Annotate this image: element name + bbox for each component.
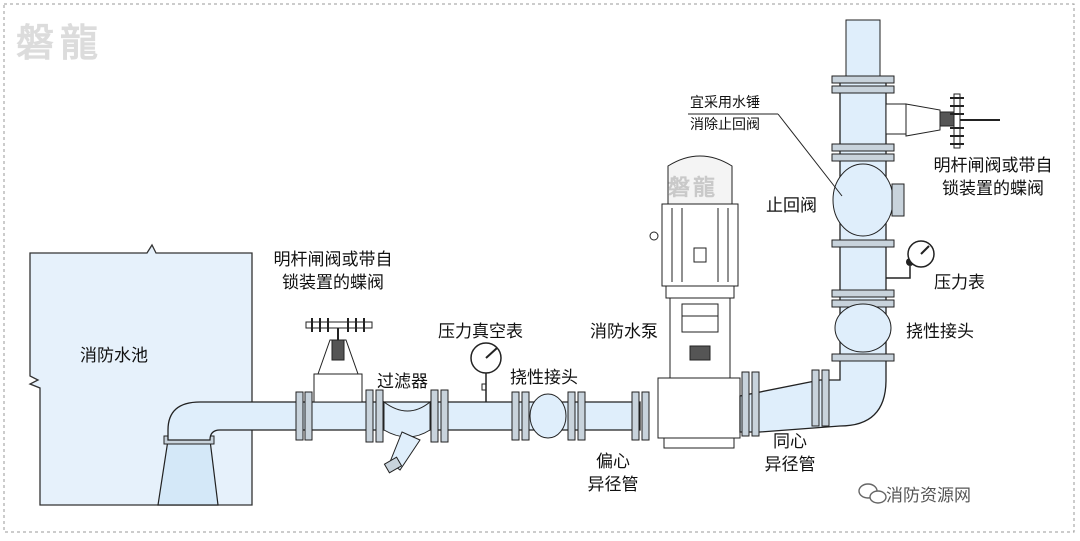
label-vacuum-gauge: 压力真空表 [438,322,523,342]
label-ecc-reducer-1: 偏心 [596,452,630,472]
wechat-icon [858,483,887,504]
label-gate-valve-left-2: 锁装置的蝶阀 [282,273,384,293]
brand-logo: 磐龍 [16,20,105,65]
label-filter: 过滤器 [377,372,428,392]
label-gate-valve-left-1: 明杆闸阀或带自 [273,250,393,270]
label-pool: 消防水池 [80,346,148,366]
label-water-hammer-1: 宜采用水锤 [690,95,760,111]
water-pool [28,243,253,506]
flex-joint-right [834,303,892,353]
pressure-gauge [886,240,935,279]
label-flex-joint-right: 挠性接头 [906,322,974,342]
label-conc-reducer-1: 同心 [773,432,807,452]
gate-valve-left [305,318,373,403]
fire-pump [649,155,741,449]
label-ecc-reducer-2: 异径管 [587,475,639,495]
label-flex-joint-left: 挠性接头 [510,368,578,388]
label-pump: 消防水泵 [590,322,658,342]
label-water-hammer-2: 消除止回阀 [690,117,760,133]
watermark-text: 消防资源网 [886,486,971,506]
gate-valve-right [885,93,1000,149]
vacuum-gauge [470,342,502,402]
check-valve [832,163,905,237]
strainer [383,400,431,474]
flanges-suction [295,389,650,443]
label-conc-reducer-2: 异径管 [764,455,816,475]
motor-logo: 磐龍 [668,175,719,201]
flex-joint-left [529,393,567,439]
label-check-valve: 止回阀 [766,196,817,216]
label-gate-valve-right-2: 锁装置的蝶阀 [942,179,1044,199]
frame-border [3,3,1075,533]
label-gate-valve-right-1: 明杆闸阀或带自 [933,156,1053,176]
water-hammer-leader [777,113,843,197]
label-pressure-gauge: 压力表 [934,273,985,293]
